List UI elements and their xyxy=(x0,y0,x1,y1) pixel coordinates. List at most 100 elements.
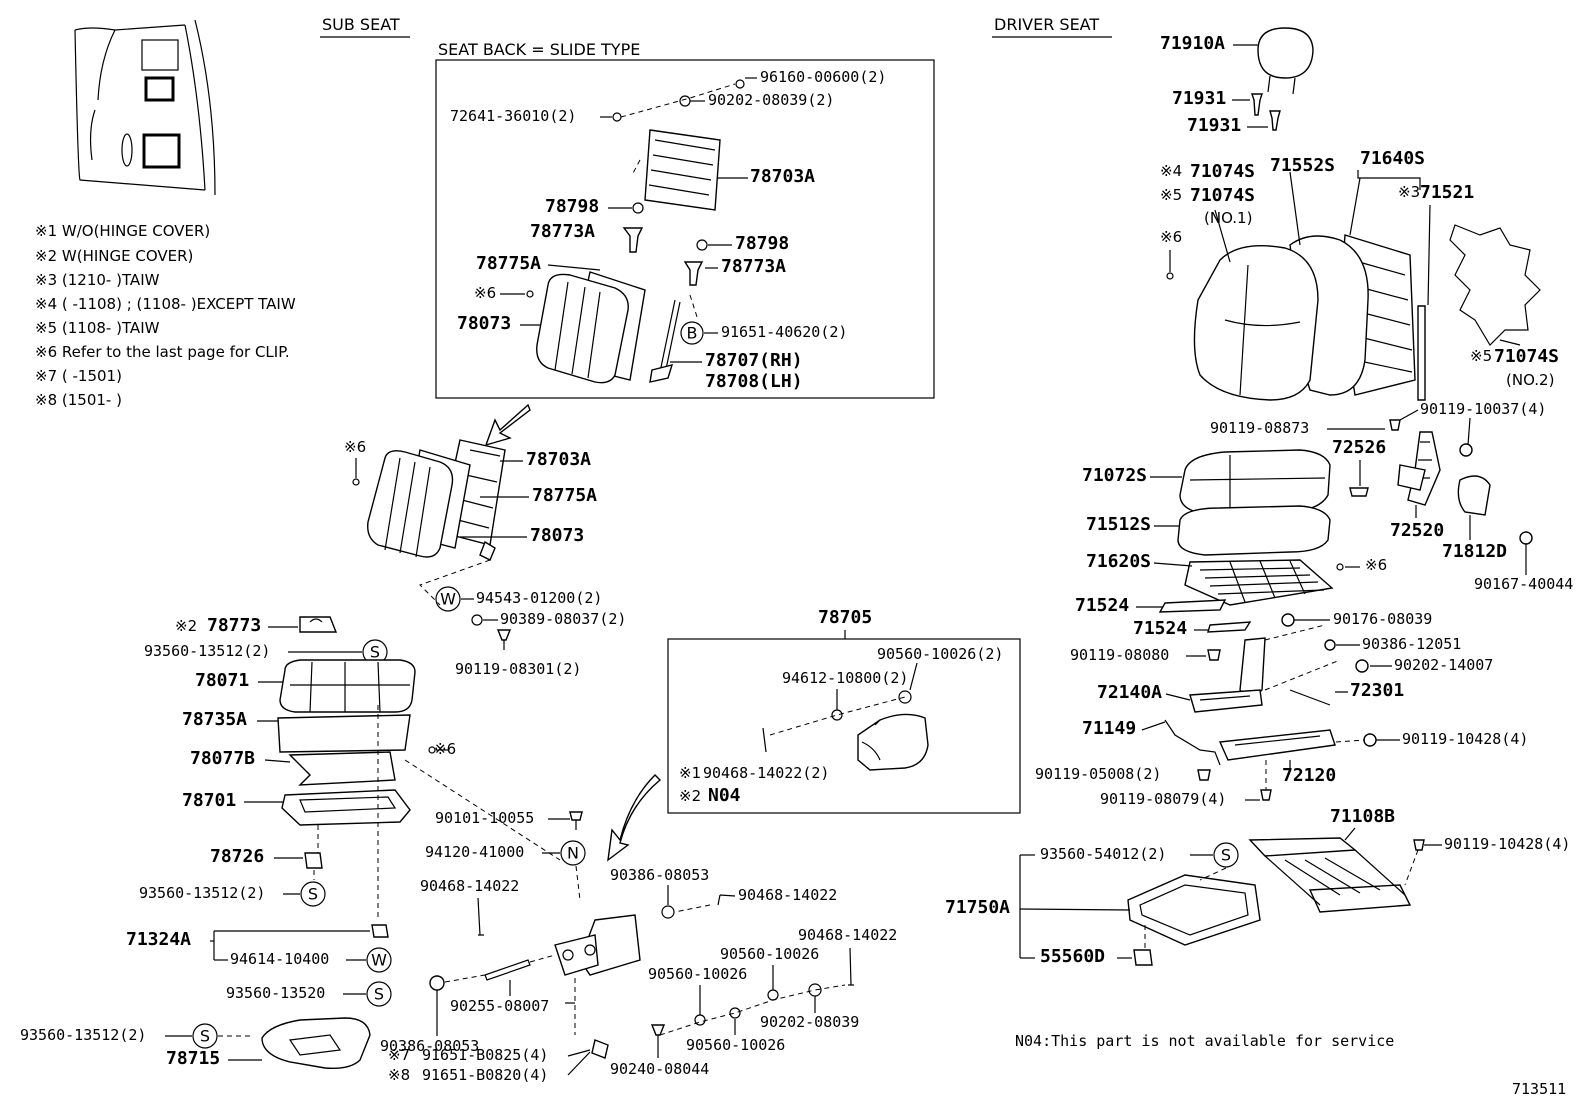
part-90255-08007[interactable]: 90255-08007 xyxy=(450,997,549,1015)
part-90119-10428-b[interactable]: 90119-10428(4) xyxy=(1444,835,1570,853)
part-71074S-no2[interactable]: 71074S xyxy=(1494,346,1559,367)
part-94614-10400[interactable]: 94614-10400 xyxy=(230,950,329,968)
part-90101-10055[interactable]: 90101-10055 xyxy=(435,809,534,827)
part-90386-08053-b[interactable]: 90386-08053 xyxy=(380,1037,479,1055)
part-90202-14007[interactable]: 90202-14007 xyxy=(1394,656,1493,674)
part-78726[interactable]: 78726 xyxy=(210,846,264,867)
part-94120-41000[interactable]: 94120-41000 xyxy=(425,843,524,861)
mark-6-subseat-back: ※6 xyxy=(344,438,366,456)
part-72120[interactable]: 72120 xyxy=(1282,765,1336,786)
part-90468-14022-a[interactable]: 90468-14022 xyxy=(420,877,519,895)
driver-seat-cushion xyxy=(1177,449,1331,556)
part-93560-13512-a[interactable]: 93560-13512(2) xyxy=(144,642,270,660)
part-78775A-inner[interactable]: 78775A xyxy=(476,253,541,274)
part-71552S[interactable]: 71552S xyxy=(1270,155,1335,176)
part-71750A[interactable]: 71750A xyxy=(945,897,1010,918)
part-78798-b[interactable]: 78798 xyxy=(735,233,789,254)
part-72520[interactable]: 72520 xyxy=(1390,520,1444,541)
part-55560D[interactable]: 55560D xyxy=(1040,946,1105,967)
part-94612-10800[interactable]: 94612-10800(2) xyxy=(782,669,908,687)
part-78077B[interactable]: 78077B xyxy=(190,748,255,769)
mark-4: ※4 xyxy=(1160,162,1182,180)
part-78703A-inner[interactable]: 78703A xyxy=(750,166,815,187)
part-78773A-b[interactable]: 78773A xyxy=(721,256,786,277)
symbol-w-circle-b xyxy=(366,947,392,973)
part-90119-08080[interactable]: 90119-08080 xyxy=(1070,646,1169,664)
part-93560-54012[interactable]: 93560-54012(2) xyxy=(1040,845,1166,863)
part-90560-10026-2[interactable]: 90560-10026(2) xyxy=(877,645,1003,663)
mark-3: ※3 xyxy=(1398,183,1420,201)
part-71524-b[interactable]: 71524 xyxy=(1133,618,1187,639)
part-72301[interactable]: 72301 xyxy=(1350,680,1404,701)
part-91651-40620[interactable]: 91651-40620(2) xyxy=(721,323,847,341)
part-90560-10026-c[interactable]: 90560-10026 xyxy=(686,1036,785,1054)
part-71149[interactable]: 71149 xyxy=(1082,718,1136,739)
part-78773A-a[interactable]: 78773A xyxy=(530,221,595,242)
part-90176-08039[interactable]: 90176-08039 xyxy=(1333,610,1432,628)
part-90468-14022-b[interactable]: 90468-14022 xyxy=(738,886,837,904)
part-71074S-4[interactable]: 71074S xyxy=(1190,161,1255,182)
part-90119-10037[interactable]: 90119-10037(4) xyxy=(1420,400,1546,418)
part-71910A[interactable]: 71910A xyxy=(1160,33,1225,54)
part-96160-00600[interactable]: 96160-00600(2) xyxy=(760,68,886,86)
part-78775A[interactable]: 78775A xyxy=(532,485,597,506)
part-90119-08079[interactable]: 90119-08079(4) xyxy=(1100,790,1226,808)
symbol-n-circle xyxy=(560,840,586,866)
part-71640S[interactable]: 71640S xyxy=(1360,148,1425,169)
part-71108B[interactable]: 71108B xyxy=(1330,806,1395,827)
part-90202-08039-2[interactable]: 90202-08039(2) xyxy=(708,91,834,109)
part-72641-36010[interactable]: 72641-36010(2) xyxy=(450,107,576,125)
part-90240-08044[interactable]: 90240-08044 xyxy=(610,1060,709,1078)
part-90560-10026-b[interactable]: 90560-10026 xyxy=(648,965,747,983)
part-90468-14022-c[interactable]: 90468-14022 xyxy=(798,926,897,944)
part-90119-08301[interactable]: 90119-08301(2) xyxy=(455,660,581,678)
part-72526[interactable]: 72526 xyxy=(1332,437,1386,458)
part-72140A[interactable]: 72140A xyxy=(1097,682,1162,703)
part-78708-lh[interactable]: 78708(LH) xyxy=(705,371,803,392)
note-1: ※1 W/O(HINGE COVER) xyxy=(35,222,210,240)
mark-5: ※5 xyxy=(1160,186,1182,204)
part-78798-a[interactable]: 78798 xyxy=(545,196,599,217)
seat-spring-frame xyxy=(1184,559,1334,606)
part-71931-b[interactable]: 71931 xyxy=(1187,115,1241,136)
part-91651-B0820[interactable]: 91651-B0820(4) xyxy=(422,1066,548,1084)
part-78701[interactable]: 78701 xyxy=(182,790,236,811)
part-n04[interactable]: N04 xyxy=(708,785,741,806)
part-71524-a[interactable]: 71524 xyxy=(1075,595,1129,616)
part-94543-01200[interactable]: 94543-01200(2) xyxy=(476,589,602,607)
part-90386-08053-a[interactable]: 90386-08053 xyxy=(610,866,709,884)
part-93560-13512-c[interactable]: 93560-13512(2) xyxy=(20,1026,146,1044)
part-90202-08039[interactable]: 90202-08039 xyxy=(760,1013,859,1031)
part-90389-08037[interactable]: 90389-08037(2) xyxy=(500,610,626,628)
part-71812D[interactable]: 71812D xyxy=(1442,541,1507,562)
part-71931-a[interactable]: 71931 xyxy=(1172,88,1226,109)
part-78773[interactable]: 78773 xyxy=(207,615,261,636)
part-71512S[interactable]: 71512S xyxy=(1086,514,1151,535)
part-78715[interactable]: 78715 xyxy=(166,1048,220,1069)
part-78073-inner[interactable]: 78073 xyxy=(457,313,511,334)
part-71074S-5[interactable]: 71074S xyxy=(1190,185,1255,206)
part-91651-B0825[interactable]: 91651-B0825(4) xyxy=(422,1046,548,1064)
part-90386-12051[interactable]: 90386-12051 xyxy=(1362,635,1461,653)
part-90468-14022-2[interactable]: 90468-14022(2) xyxy=(703,764,829,782)
part-78707-rh[interactable]: 78707(RH) xyxy=(705,350,803,371)
part-90167-40044[interactable]: 90167-40044 xyxy=(1474,575,1573,593)
part-71324A[interactable]: 71324A xyxy=(126,929,191,950)
part-78073[interactable]: 78073 xyxy=(530,525,584,546)
sub-seat-back-assembly xyxy=(367,439,506,561)
part-78071[interactable]: 78071 xyxy=(195,670,249,691)
mark-6-cushion: ※6 xyxy=(434,740,456,758)
part-93560-13512-b[interactable]: 93560-13512(2) xyxy=(139,884,265,902)
part-71072S[interactable]: 71072S xyxy=(1082,465,1147,486)
part-71521[interactable]: 71521 xyxy=(1420,182,1474,203)
hinge-bracket xyxy=(554,914,641,976)
part-78735A[interactable]: 78735A xyxy=(182,709,247,730)
part-93560-13520[interactable]: 93560-13520 xyxy=(226,984,325,1002)
part-78705[interactable]: 78705 xyxy=(818,607,872,628)
part-78703A[interactable]: 78703A xyxy=(526,449,591,470)
part-90119-05008[interactable]: 90119-05008(2) xyxy=(1035,765,1161,783)
part-90119-10428-a[interactable]: 90119-10428(4) xyxy=(1402,730,1528,748)
part-90560-10026-a[interactable]: 90560-10026 xyxy=(720,945,819,963)
part-90119-08873[interactable]: 90119-08873 xyxy=(1210,419,1309,437)
part-71620S[interactable]: 71620S xyxy=(1086,551,1151,572)
